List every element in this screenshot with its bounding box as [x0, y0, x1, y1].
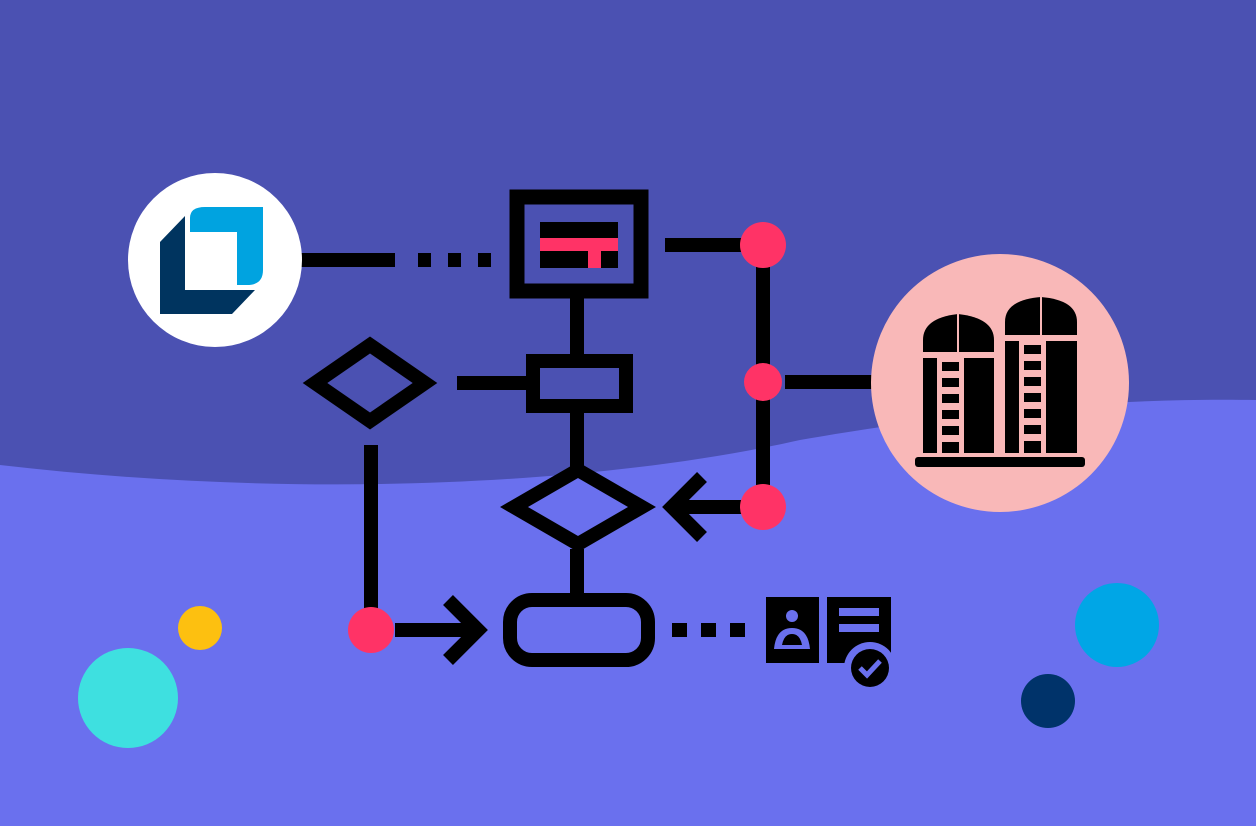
background-wave [0, 399, 1256, 826]
terminal-box [503, 593, 655, 667]
text-highlight-notch [588, 251, 601, 268]
process-box-middle [526, 354, 633, 413]
dashed-connectors [418, 253, 745, 637]
decision-diamond-center [500, 461, 656, 553]
process-box-top [509, 189, 649, 299]
decision-diamond-left [302, 336, 438, 430]
decor-dot-yellow [178, 606, 222, 650]
decor-dot-blue [1075, 583, 1159, 667]
logo-badge [128, 173, 302, 347]
certificate-icon [827, 597, 896, 694]
silo-icon [871, 254, 1129, 512]
connector-nodes [348, 222, 786, 653]
text-highlight [540, 238, 618, 251]
id-card-icon [766, 597, 819, 663]
decor-dot-navy [1021, 674, 1075, 728]
decor-dot-teal [78, 648, 178, 748]
flowchart-lines [300, 238, 872, 665]
